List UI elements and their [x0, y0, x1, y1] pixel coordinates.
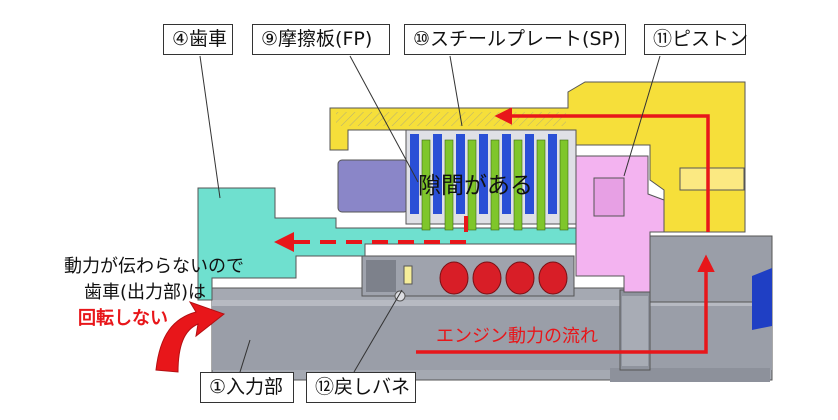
- steel-plate: [421, 139, 431, 231]
- friction-plate: [502, 134, 511, 214]
- input-rotation-arrow: [155, 301, 226, 373]
- friction-plate: [525, 134, 534, 214]
- friction-plate-callout: ⑨摩擦板(FP): [252, 24, 390, 55]
- return-spring-chamber: [361, 255, 575, 302]
- steel-plate: [444, 139, 454, 231]
- return-spring: [472, 261, 502, 295]
- return-spring: [538, 261, 568, 295]
- friction-plate: [548, 134, 557, 214]
- steel-plate: [513, 139, 523, 231]
- plate-pack: [405, 129, 577, 231]
- return-spring: [505, 261, 535, 295]
- piston: [575, 155, 665, 293]
- steel-plate: [536, 139, 546, 231]
- steel-plate: [559, 139, 569, 231]
- friction-plate: [433, 134, 442, 214]
- input-shaft: [211, 287, 773, 382]
- return-spring: [439, 261, 469, 295]
- note-line-2: 歯車(出力部)は: [84, 282, 207, 303]
- gear-callout: ④歯車: [163, 24, 233, 55]
- return-spring-callout: ⑫戻しバネ: [306, 372, 416, 403]
- engine-flow-label: エンジン動力の流れ: [436, 326, 598, 347]
- gap-annotation: 隙間がある: [418, 173, 533, 199]
- seal-part: [752, 268, 772, 330]
- steel-plate: [467, 139, 477, 231]
- steel-plate: [490, 139, 500, 231]
- note-line-3: 回転しない: [78, 308, 168, 329]
- friction-plate: [410, 134, 419, 214]
- input-callout: ①入力部: [200, 372, 294, 403]
- engine-flow-arrow: [416, 107, 715, 354]
- friction-plate: [479, 134, 488, 214]
- note-line-1: 動力が伝わらないので: [64, 256, 244, 277]
- gear-output: [197, 187, 581, 301]
- piston-callout: ⑪ピストン: [644, 24, 748, 55]
- friction-plate: [456, 134, 465, 214]
- leader-lines: [199, 55, 661, 373]
- blocked-flow-arrow: [274, 216, 468, 252]
- spacer-block: [337, 159, 409, 213]
- steel-plate-callout: ⑩スチールプレート(SP): [404, 24, 626, 55]
